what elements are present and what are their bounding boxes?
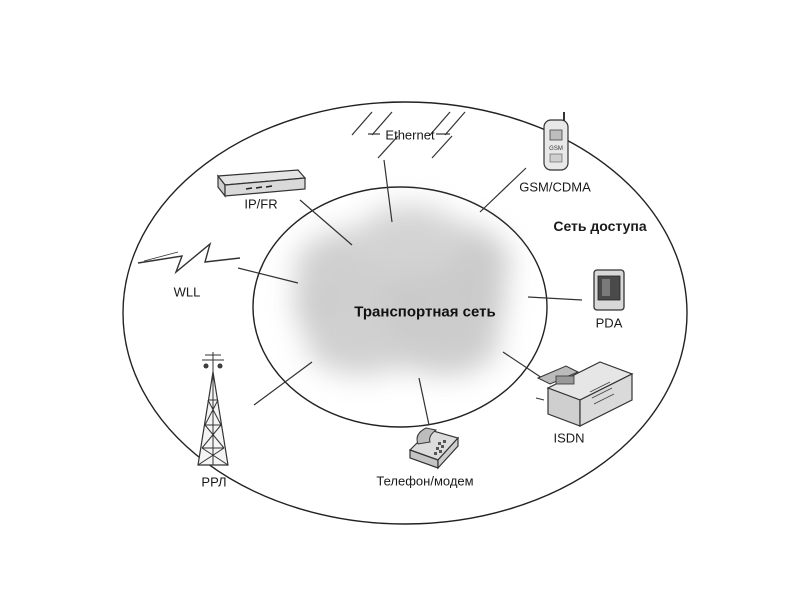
- ethernet-label: Ethernet: [385, 127, 435, 143]
- mobile-phone-icon: GSM: [543, 112, 569, 171]
- connection-lines: [237, 159, 583, 426]
- link-wll: [237, 267, 299, 284]
- link-ipfr: [299, 199, 353, 246]
- lightning-icon: [137, 242, 241, 275]
- rrl-label: РРЛ: [201, 474, 227, 490]
- ethernet-lines-icon: [351, 111, 466, 159]
- gsm-label: GSM/CDMA: [519, 179, 591, 195]
- link-gsm: [479, 167, 527, 213]
- link-isdn: [502, 351, 543, 379]
- pda-label: PDA: [595, 315, 623, 331]
- transport-cloud: [295, 205, 510, 375]
- transport-network-label: Транспортная сеть: [354, 303, 496, 321]
- link-phone: [418, 377, 430, 426]
- phone-label: Телефон/модем: [376, 473, 474, 489]
- access-network-label: Сеть доступа: [553, 218, 647, 234]
- link-ethernet: [383, 159, 393, 223]
- isdn-label: ISDN: [553, 430, 585, 446]
- isdn-terminal-icon: [535, 361, 634, 427]
- gsm-icon-text: GSM: [549, 146, 563, 152]
- radio-tower-icon: [197, 352, 229, 466]
- telephone-icon: [408, 427, 460, 470]
- ipfr-label: IP/FR: [244, 196, 278, 212]
- wll-label: WLL: [173, 284, 201, 300]
- link-rrl: [253, 361, 313, 406]
- transport-network-ellipse: [252, 186, 548, 428]
- pda-icon: [593, 269, 625, 311]
- access-network-ellipse: [122, 101, 688, 525]
- router-icon: [216, 169, 307, 198]
- link-pda: [527, 296, 583, 301]
